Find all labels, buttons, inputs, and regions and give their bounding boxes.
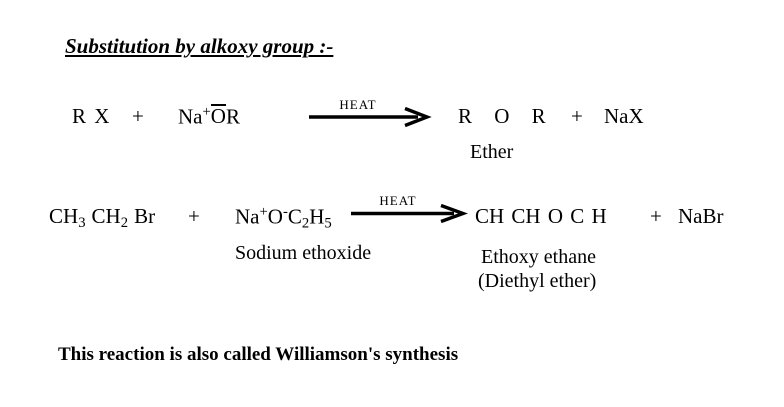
reaction2-product-formula: CH CH O C H <box>475 204 607 228</box>
methylene-subscript: 2 <box>120 214 129 231</box>
sodium-ethoxide-label: Sodium ethoxide <box>235 242 372 264</box>
bromide-symbol: Br <box>134 204 156 228</box>
ethoxy-ethane-label: Ethoxy ethane <box>481 246 596 268</box>
page-title: Substitution by alkoxy group :- <box>65 34 334 58</box>
reaction2-byproduct-formula: NaBr <box>678 204 724 228</box>
sodium-plus-charge: + <box>202 104 211 120</box>
reaction2-arrow-icon <box>351 203 468 224</box>
reaction1-heat-label: HEAT <box>339 97 377 112</box>
oxygen-symbol: O <box>267 204 283 229</box>
hydrogen-symbol: H <box>309 204 325 229</box>
methyl-subscript: 3 <box>78 214 86 231</box>
reaction1-plus-sign-1: + <box>132 104 144 128</box>
methylene-group: CH <box>91 204 121 228</box>
ether-label: Ether <box>470 141 514 163</box>
sodium-symbol: Na <box>235 204 260 229</box>
reaction1-plus-sign-2: + <box>571 104 583 128</box>
oxygen-minus-charge: - <box>282 204 288 220</box>
sodium-plus-charge: + <box>259 204 268 220</box>
reaction1-alkyl-halide-formula: R X <box>72 104 110 128</box>
hydrogen-subscript: 5 <box>324 215 332 232</box>
alkoxide-oxygen-with-bar: O <box>210 104 226 129</box>
carbon-symbol: C <box>287 204 302 229</box>
sodium-symbol: Na <box>178 104 203 129</box>
sodium-ethoxide-formula: Na+O-C2H5 <box>235 204 332 232</box>
reaction1-sodium-alkoxide-formula: Na+OR <box>178 104 240 128</box>
methyl-group: CH <box>49 204 79 228</box>
reaction2-plus-sign-2: + <box>650 204 662 228</box>
alkoxide-r-group: R <box>225 104 240 129</box>
reaction1-product-ether-formula: R O R <box>458 104 546 128</box>
reaction2-heat-label: HEAT <box>379 193 417 208</box>
carbon-subscript: 2 <box>301 215 310 232</box>
williamson-synthesis-note: This reaction is also called Williamson'… <box>58 344 459 365</box>
reaction2-plus-sign-1: + <box>188 204 200 228</box>
diethyl-ether-label: (Diethyl ether) <box>478 270 597 292</box>
reaction1-arrow-icon <box>309 106 432 128</box>
reaction1-byproduct-formula: NaX <box>604 104 644 128</box>
